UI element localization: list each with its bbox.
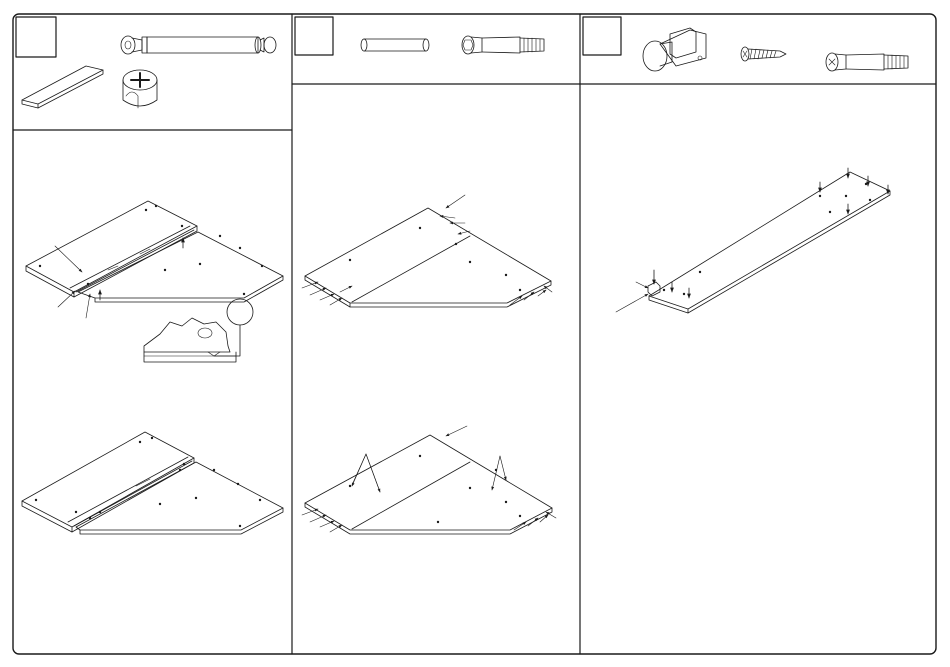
cam-bolt-icon-2 [826,53,908,71]
wood-screw-icon [741,47,786,61]
step-box-3 [583,17,621,55]
page-border [13,14,936,654]
figure-1a-corner-join [26,201,283,362]
wooden-strip-icon [22,66,103,108]
wooden-dowel-icon [361,39,429,51]
cam-bolt-long-icon [121,36,276,54]
cam-bolt-icon [462,36,544,54]
figure-1b-corner-joined [22,432,283,534]
figure-2a-corner-panel [302,195,552,307]
figure-2b-corner-panel [302,426,556,534]
step-box-1 [16,17,56,57]
detail-cutaway [144,318,236,362]
cam-lock-nut-icon [123,70,157,108]
figure-3-long-panel [616,168,890,313]
bracket-fitting-icon [643,28,706,71]
step-box-2 [295,17,333,55]
